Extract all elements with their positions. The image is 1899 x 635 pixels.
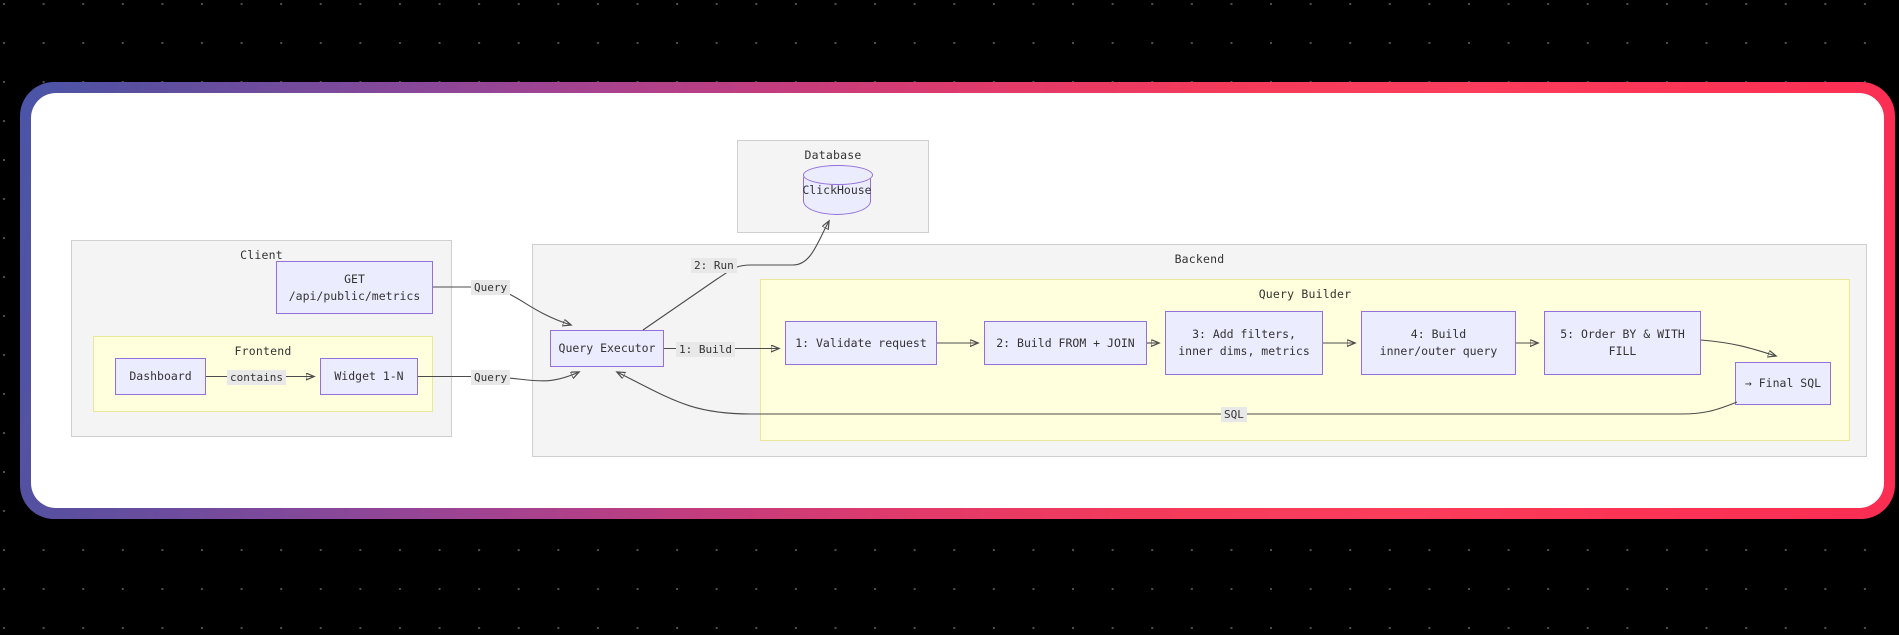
- node-step3-line1: 3: Add filters,: [1192, 327, 1296, 341]
- node-step-1-validate-request[interactable]: 1: Validate request: [785, 321, 937, 365]
- diagram-card: Database ClickHouse Client GET /api/publ…: [31, 93, 1884, 508]
- node-widget[interactable]: Widget 1-N: [320, 358, 418, 395]
- subgraph-database-title: Database: [804, 148, 862, 162]
- node-step5-line1: 5: Order BY & WITH: [1560, 327, 1685, 341]
- edge-label-contains: contains: [227, 370, 286, 385]
- node-step-5-order-by-with-fill[interactable]: 5: Order BY & WITH FILL: [1544, 311, 1701, 375]
- subgraph-query-builder-title: Query Builder: [1258, 287, 1352, 301]
- node-step4-line2: inner/outer query: [1379, 344, 1498, 358]
- subgraph-client-title: Client: [240, 248, 283, 262]
- node-dashboard-label: Dashboard: [129, 369, 192, 383]
- edge-label-sql: SQL: [1221, 407, 1247, 422]
- edge-label-run: 2: Run: [691, 258, 737, 273]
- node-clickhouse[interactable]: ClickHouse: [802, 165, 873, 215]
- node-final-sql-label: → Final SQL: [1744, 376, 1822, 390]
- edge-label-build: 1: Build: [676, 342, 735, 357]
- node-step-4-build-inner-outer-query[interactable]: 4: Build inner/outer query: [1361, 311, 1516, 375]
- node-query-executor[interactable]: Query Executor: [550, 330, 664, 367]
- diagram-canvas: Database ClickHouse Client GET /api/publ…: [31, 93, 1884, 508]
- node-step5-line2: FILL: [1608, 344, 1637, 358]
- node-step2-label: 2: Build FROM + JOIN: [996, 335, 1135, 350]
- node-step-3-add-filters[interactable]: 3: Add filters, inner dims, metrics: [1165, 311, 1323, 375]
- node-query-executor-label: Query Executor: [558, 341, 656, 355]
- subgraph-backend-title: Backend: [1174, 252, 1225, 266]
- node-step4-line1: 4: Build: [1410, 327, 1467, 341]
- node-get-line2: /api/public/metrics: [288, 288, 421, 303]
- edge-label-query-top: Query: [471, 280, 511, 295]
- node-widget-label: Widget 1-N: [334, 369, 404, 383]
- edge-label-query-bottom: Query: [471, 370, 511, 385]
- gradient-card-frame: Database ClickHouse Client GET /api/publ…: [20, 82, 1895, 519]
- subgraph-database: Database: [737, 140, 929, 233]
- node-step-2-build-from-join[interactable]: 2: Build FROM + JOIN: [984, 321, 1147, 365]
- node-get-endpoint[interactable]: GET /api/public/metrics: [276, 261, 433, 314]
- subgraph-frontend-title: Frontend: [234, 344, 292, 358]
- node-clickhouse-label: ClickHouse: [802, 183, 872, 197]
- node-step1-label: 1: Validate request: [795, 335, 927, 350]
- node-dashboard[interactable]: Dashboard: [115, 358, 206, 395]
- node-final-sql[interactable]: → Final SQL: [1735, 362, 1831, 405]
- node-step3-line2: inner dims, metrics: [1178, 344, 1310, 358]
- node-get-line1: GET: [344, 271, 365, 286]
